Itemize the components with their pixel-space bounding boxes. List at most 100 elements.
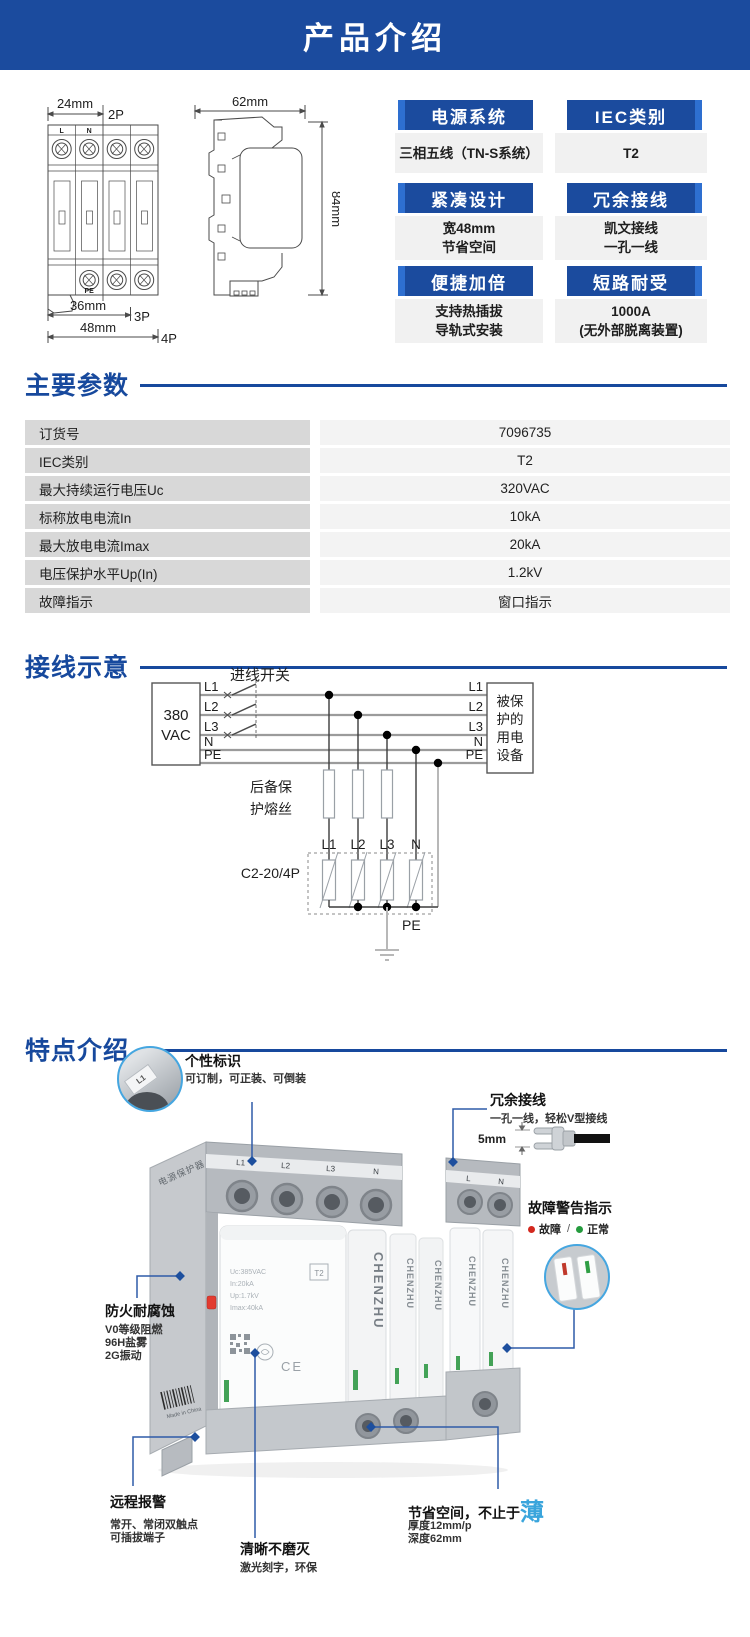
page-header-banner: 产品介绍 [0,0,750,70]
badge-line: 1000A [611,304,651,319]
ok-green-dot [576,1225,584,1233]
phase-label: N [474,734,483,749]
badge-compact-design-title: 紧凑设计 [398,183,533,213]
param-label: 故障指示 [25,588,310,613]
source-voltage-label: VAC [161,727,191,744]
param-label: 订货号 [25,420,310,445]
badge-redundant-wiring: 冗余接线 凯文接线一孔一线 [555,183,707,260]
fuse-label: 后备保 [250,779,292,795]
terminal-holes [225,1179,393,1222]
page-title: 产品介绍 [303,20,447,56]
badge-line: (无外部脱离装置) [579,323,683,338]
badge-power-system-title: 电源系统 [398,100,533,130]
feature-line: 可插拔端子 [110,1532,165,1544]
spd-phase-label: N [411,837,421,852]
badge-iec-class: IEC类别 T2 [555,100,707,173]
spd-model-label: C2-20/4P [241,865,300,881]
section-title-wiring: 接线示意 [25,654,130,682]
product-photo: 电源保护器 Made in China L1 L2 L3 N [149,1141,521,1478]
device-terminal-label: L [466,1174,472,1183]
feature-line: V0等级阻燃 [105,1324,163,1336]
device-qr-code [230,1334,250,1354]
device-brand-label: CHENZHU [405,1258,415,1309]
feature-line: 2G振动 [105,1350,142,1362]
wiring-diagram: 进线开关 380 VAC L1 L2 L3 N PE L1 L2 L3 N PE… [151,667,534,961]
phase-label: L1 [469,679,483,694]
device-spec-line: Imax:40kA [230,1305,263,1312]
param-label: 标称放电电流In [25,504,310,529]
terminal-pe-label: PE [85,288,95,295]
feature-line: 96H盐雾 [105,1337,148,1349]
spd-phase-label: L3 [379,837,394,852]
badge-line: 三相五线（TN-S系统） [399,145,539,161]
fault-indicator-module [553,1255,578,1303]
device-brand-label: CHENZHU [467,1256,477,1307]
badge-line: 导轨式安装 [435,323,503,338]
feature-remote-title: 远程报警 [110,1494,166,1510]
fork-dimension-label: 5mm [478,1132,507,1146]
device-spec-line: Uc:385VAC [230,1269,266,1276]
side-view-drawing: 62mm 84mm [193,95,340,297]
feature-space-highlight: 薄 [520,1499,544,1526]
phase-label: L1 [204,679,218,694]
feature-fire-title: 防火耐腐蚀 [105,1303,175,1319]
table-row: 标称放电电流In 10kA [25,504,730,529]
device-brand-label: CHENZHU [433,1260,443,1311]
badge-line: 宽48mm [442,221,496,236]
phase-label: PE [466,747,484,762]
feature-fault-title: 故障警告指示 [528,1200,612,1216]
feature-space-title-text: 节省空间，不止于 [408,1505,520,1521]
device-spec-line: Up:1.7kV [230,1293,259,1300]
label-zoom-photo: L1 [117,1046,183,1112]
param-value: 1.2kV [320,560,730,585]
section-divider [140,666,727,669]
indicator-zoom-photo [544,1244,610,1310]
section-divider [140,384,727,387]
spd-phase-label: L1 [321,837,336,852]
feature-line: 厚度12mm/p [408,1520,472,1532]
feature-fire-desc: V0等级阻燃 96H盐雾 2G振动 [105,1324,162,1363]
section-divider [140,1049,727,1052]
feature-laser-title: 清晰不磨灭 [240,1541,310,1557]
legend-separator: / [567,1223,571,1235]
terminal-l-label: L [60,128,65,135]
feature-custom-label-title: 个性标识 [185,1053,241,1069]
badge-line: 支持热插拔 [435,304,503,319]
feature-space-desc: 厚度12mm/p 深度62mm [408,1520,472,1546]
phase-label: L2 [204,699,218,714]
badge-line: 一孔一线 [604,240,658,255]
dim-24mm-label: 24mm [57,96,93,111]
device-t2-label: T2 [314,1269,324,1278]
load-label: 设备 [497,747,525,763]
spd-phase-label: L2 [350,837,365,852]
device-ce-mark: CE [281,1359,303,1374]
param-value: 10kA [320,504,730,529]
fault-legend: 故障 / 正常 [528,1221,609,1237]
param-value: 320VAC [320,476,730,501]
load-label: 护的 [497,712,524,727]
pole-2p-label: 2P [108,107,124,122]
feature-redundant-desc: 一孔一线，轻松V型接线 [490,1113,608,1125]
feature-remote-desc: 常开、常闭双触点 可插拔端子 [110,1519,198,1545]
badge-convenient-title: 便捷加倍 [398,266,533,296]
pe-label: PE [402,917,421,933]
device-terminal-label: N [373,1167,379,1176]
badge-iec-class-title: IEC类别 [567,100,702,130]
dim-84mm-label: 84mm [329,191,340,227]
table-row: 电压保护水平Up(In)1.2kV [25,560,730,585]
feature-space-title: 节省空间，不止于薄 [408,1492,544,1527]
device-spec-line: In:20kA [230,1281,254,1288]
dim-48mm-label: 48mm [80,320,116,335]
ok-indicator-module [576,1253,601,1301]
fault-label: 故障 [539,1224,561,1236]
load-label: 用电 [497,730,524,745]
ok-label: 正常 [587,1224,610,1236]
badge-redundant-wiring-title: 冗余接线 [567,183,702,213]
